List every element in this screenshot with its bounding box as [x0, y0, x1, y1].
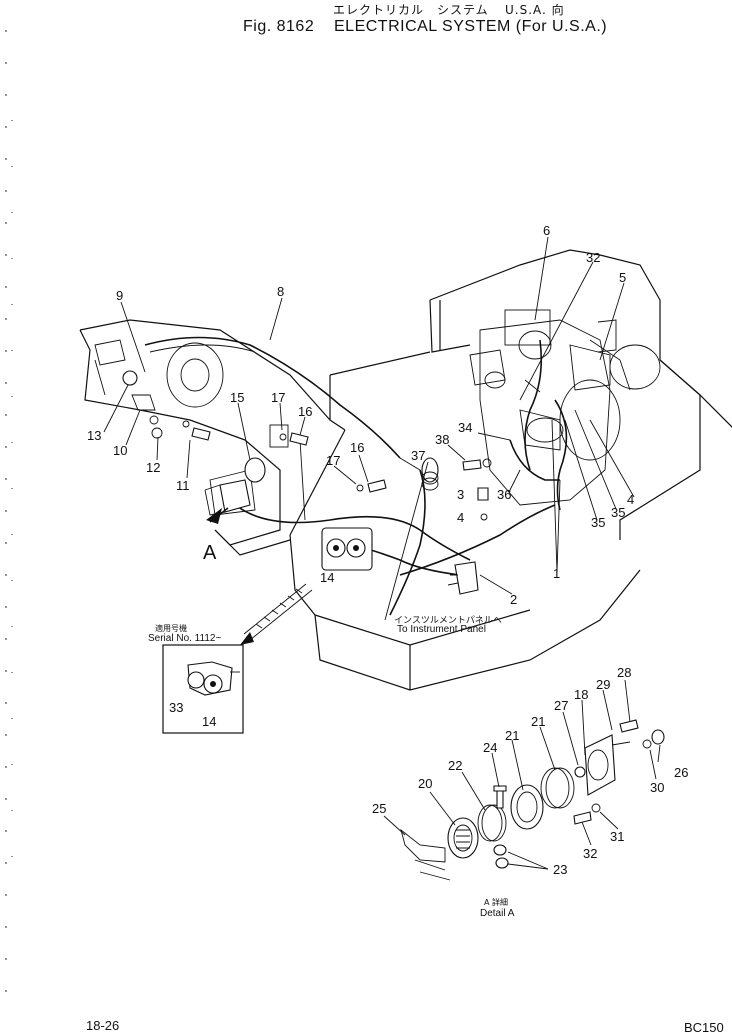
drawing-code: BC150 [684, 1020, 724, 1035]
callout: 2 [510, 592, 518, 607]
callout: 22 [448, 758, 463, 773]
callout: 4 [457, 510, 465, 525]
callout: 3 [457, 487, 465, 502]
callout: 1 [553, 566, 561, 581]
callout: 27 [554, 698, 569, 713]
callout: 16 [350, 440, 365, 455]
detail-a-caption: Detail A [480, 908, 515, 919]
serial-note: Serial No. 1112~ [148, 633, 222, 644]
callout: 24 [483, 740, 498, 755]
figure-number: Fig. 8162 [243, 18, 315, 35]
callout: 9 [116, 288, 124, 303]
callout: 30 [650, 780, 665, 795]
callout: 35 [611, 505, 626, 520]
callout: 10 [113, 443, 128, 458]
detail-a-caption-jp: A 詳細 [484, 898, 509, 907]
page-number: 18-26 [86, 1018, 120, 1033]
region-japanese: U.S.A. 向 [505, 3, 565, 17]
callout: 14 [202, 714, 217, 729]
callout: 33 [169, 700, 184, 715]
instrument-panel-note-jp: インスツルメントパネルへ [394, 616, 502, 626]
callout: 25 [372, 801, 387, 816]
callout: 21 [531, 714, 546, 729]
callout: 23 [553, 862, 568, 877]
callout: 31 [610, 829, 625, 844]
callout: 20 [418, 776, 433, 791]
callout: 16 [298, 404, 313, 419]
callout: 17 [326, 453, 341, 468]
callout: 14 [320, 570, 335, 585]
callout: 32 [583, 846, 598, 861]
callout: 18 [574, 687, 589, 702]
callout: 11 [176, 478, 190, 493]
callout: 37 [411, 448, 426, 463]
callout: 34 [458, 420, 473, 435]
callout: 29 [596, 677, 611, 692]
callout: 38 [435, 432, 450, 447]
serial-note-jp: 適用号機 [155, 624, 187, 633]
callout: 17 [271, 390, 286, 405]
callout: 32 [586, 250, 601, 265]
callout: 21 [505, 728, 520, 743]
callout: 8 [277, 284, 285, 299]
title-japanese: エレクトリカル システム [333, 3, 489, 17]
callout: 35 [591, 515, 606, 530]
view-a-marker: A [203, 542, 217, 564]
callout: 6 [543, 223, 551, 238]
callout: 26 [674, 765, 689, 780]
callout: 13 [87, 428, 102, 443]
callout: 5 [619, 270, 627, 285]
figure-title: ELECTRICAL SYSTEM (For U.S.A.) [334, 18, 608, 35]
callout: 28 [617, 665, 632, 680]
instrument-panel-note: To Instrument Panel [397, 624, 486, 635]
callout: 12 [146, 460, 161, 475]
callout: 15 [230, 390, 245, 405]
callout: 4 [627, 492, 635, 507]
callout: 36 [497, 487, 512, 502]
